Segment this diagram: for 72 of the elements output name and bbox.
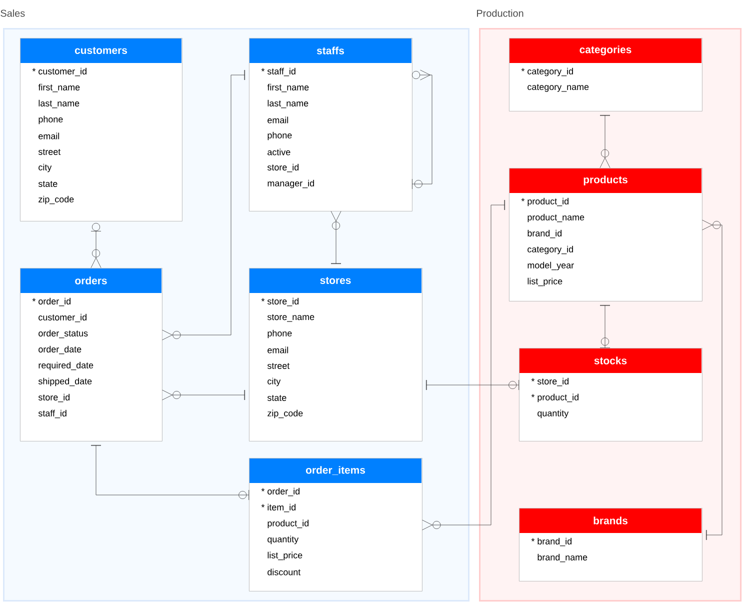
relationship-line: [330, 211, 342, 264]
column-name: quantity: [538, 410, 569, 418]
table-header: stocks: [594, 356, 627, 364]
column-name: zip_code: [38, 196, 74, 204]
column-name: category_name: [528, 84, 589, 92]
column-name: * item_id: [261, 504, 296, 512]
column-name: phone: [268, 330, 292, 338]
relationship-line: [90, 445, 249, 500]
table-header: brands: [594, 516, 628, 524]
column-name: * store_id: [531, 378, 568, 386]
column-name: * order_id: [261, 488, 300, 496]
column-name: active: [268, 148, 290, 156]
relationship-line: [600, 305, 610, 348]
column-name: * customer_id: [32, 68, 86, 76]
column-name: manager_id: [268, 180, 314, 188]
column-name: * category_id: [521, 68, 573, 76]
column-name: street: [267, 363, 290, 369]
column-name: first_name: [38, 84, 80, 92]
table-header: customers: [74, 47, 128, 54]
column-name: product_id: [268, 520, 308, 528]
relationship-line: [162, 70, 245, 340]
column-name: state: [38, 181, 58, 187]
column-name: brand_name: [538, 554, 588, 562]
column-name: * product_id: [521, 198, 568, 206]
column-name: required_date: [38, 362, 94, 370]
column-name: category_id: [528, 246, 573, 254]
column-name: zip_code: [268, 410, 303, 418]
relationship-line: [600, 115, 610, 168]
column-name: product_name: [528, 214, 584, 222]
relationship-line: [702, 220, 722, 540]
column-name: last_name: [268, 100, 308, 108]
column-name: * order_id: [32, 298, 70, 306]
column-name: email: [38, 132, 60, 140]
column-name: list_price: [268, 552, 302, 560]
relationship-line: [422, 200, 505, 530]
column-name: * product_id: [531, 394, 578, 402]
column-name: customer_id: [38, 314, 86, 322]
column-name: state: [267, 395, 286, 401]
column-name: phone: [268, 132, 292, 140]
column-name: staff_id: [38, 410, 66, 418]
column-name: model_year: [528, 262, 574, 270]
relationship-line: [162, 390, 245, 400]
column-name: email: [268, 116, 288, 124]
column-name: shipped_date: [38, 378, 92, 386]
relationship-line: [426, 380, 519, 390]
table-header: products: [584, 176, 628, 186]
column-name: store_id: [38, 394, 70, 402]
column-name: email: [268, 346, 288, 354]
column-name: order_status: [38, 330, 88, 338]
relationship-line: [412, 70, 432, 190]
column-name: * brand_id: [531, 538, 572, 546]
column-name: street: [38, 149, 61, 155]
relationship-line: [90, 223, 102, 268]
column-name: brand_id: [528, 230, 562, 238]
column-name: * store_id: [261, 298, 298, 306]
table-header: staffs: [316, 46, 344, 54]
column-name: last_name: [38, 100, 80, 108]
column-name: * staff_id: [261, 68, 296, 76]
column-name: phone: [38, 116, 63, 124]
column-name: first_name: [267, 84, 309, 92]
column-name: order_date: [38, 346, 82, 354]
column-name: discount: [268, 568, 301, 576]
column-name: list_price: [528, 278, 562, 286]
table-header: categories: [580, 46, 632, 56]
column-name: city: [38, 164, 52, 172]
table-header: orders: [75, 276, 107, 284]
column-name: quantity: [268, 536, 299, 544]
table-header: order_items: [306, 466, 366, 475]
table-header: stores: [320, 277, 351, 284]
column-name: store_name: [267, 314, 314, 322]
column-name: store_id: [267, 164, 299, 172]
column-name: city: [268, 378, 281, 386]
